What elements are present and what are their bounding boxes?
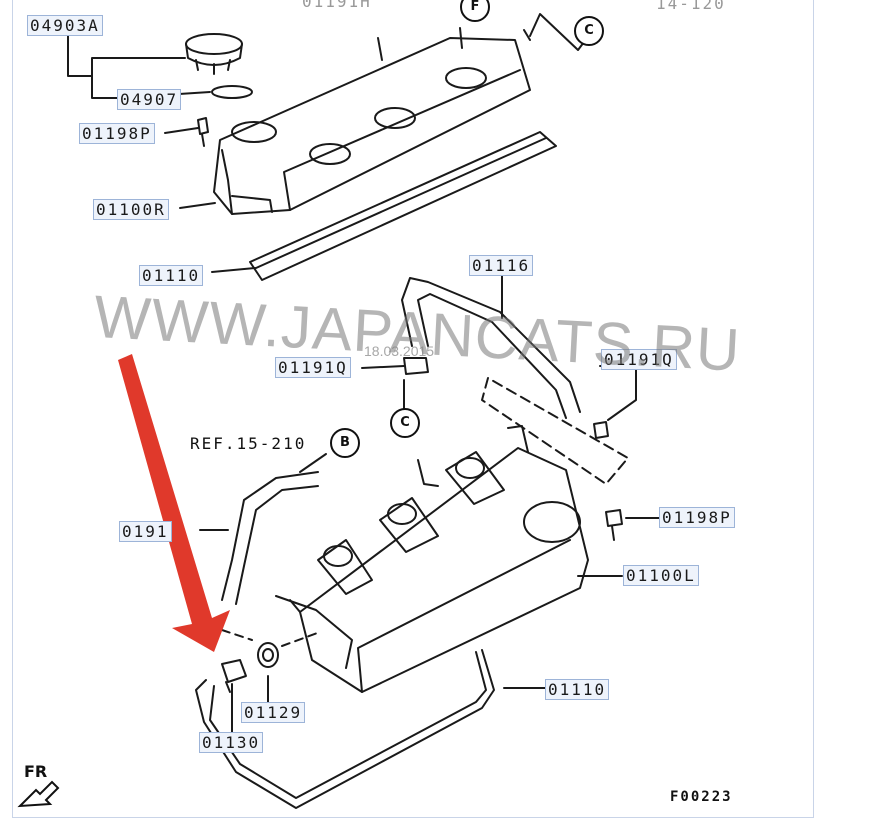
callout-c-mid[interactable]: C	[390, 408, 420, 438]
gasket-ring-icon[interactable]	[211, 85, 253, 99]
label-01130[interactable]: 01130	[198, 732, 264, 753]
label-01110-upper[interactable]: 01110	[138, 265, 204, 286]
front-label: FR	[24, 762, 48, 781]
label-01198p-upper[interactable]: 01198P	[79, 123, 155, 144]
front-arrow-icon	[17, 780, 60, 808]
oil-cap-icon[interactable]	[185, 33, 243, 75]
label-04907[interactable]: 04907	[116, 89, 182, 110]
gasket-lower-icon[interactable]	[195, 649, 495, 809]
red-pointer-arrow	[118, 354, 230, 652]
label-04903a[interactable]: 04903A	[27, 15, 103, 36]
label-01110-lower[interactable]: 01110	[544, 679, 610, 700]
hose-clamp-icon[interactable]	[403, 357, 429, 375]
label-01198p-lower[interactable]: 01198P	[659, 507, 735, 528]
label-top-right: 14-120	[656, 0, 726, 13]
leader-lines-callouts	[529, 13, 585, 51]
label-01100r[interactable]: 01100R	[93, 199, 169, 220]
dashed-links	[221, 629, 321, 647]
pcv-hose-icon[interactable]	[401, 277, 581, 419]
callout-b[interactable]: B	[330, 428, 360, 458]
label-01129[interactable]: 01129	[240, 702, 306, 723]
label-top-center: 01191H	[302, 0, 372, 11]
label-01116[interactable]: 01116	[468, 255, 534, 276]
breather-hose-icon[interactable]	[221, 471, 319, 605]
diagram-frame	[12, 0, 814, 818]
bolt-lower-icon[interactable]	[605, 509, 623, 541]
callout-f[interactable]: F	[460, 0, 490, 22]
bolt-upper-icon[interactable]	[197, 117, 209, 147]
callout-c-top[interactable]: C	[574, 16, 604, 46]
seal-ring-icon[interactable]	[257, 642, 279, 668]
hose-clamp-right-icon[interactable]	[593, 421, 609, 439]
watermark-date: 18.03.2015	[364, 343, 435, 359]
rocker-cover-left-icon[interactable]	[275, 425, 589, 693]
label-01191q-right[interactable]: 01191Q	[601, 349, 677, 370]
dashed-box	[481, 377, 629, 485]
rocker-cover-right-icon[interactable]	[213, 27, 531, 215]
label-019xx[interactable]: 0191	[119, 521, 172, 542]
gasket-upper-icon[interactable]	[249, 131, 557, 281]
reference-text[interactable]: REF.15-210	[190, 434, 307, 453]
label-01191q-left[interactable]: 01191Q	[275, 357, 351, 378]
pcv-valve-icon[interactable]	[221, 659, 247, 693]
label-01100l[interactable]: 01100L	[623, 565, 699, 586]
figure-code: F00223	[670, 789, 733, 805]
